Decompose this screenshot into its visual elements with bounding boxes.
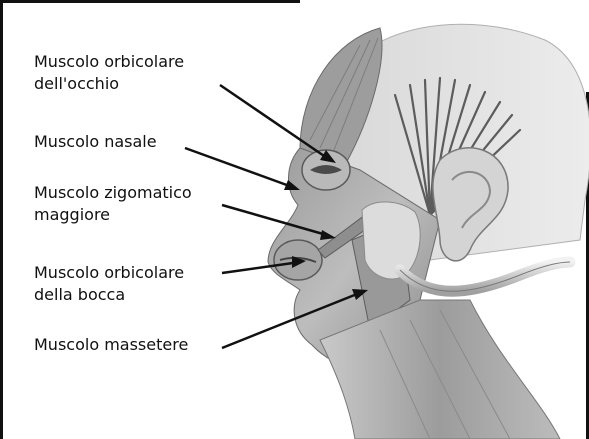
label-orbicularis-oculi: Muscolo orbicolare dell'occhio [34, 51, 184, 95]
leader-nose [185, 148, 295, 188]
label-masseter: Muscolo massetere [34, 334, 188, 356]
label-nasalis: Muscolo nasale [34, 131, 157, 153]
label-zygomaticus-major: Muscolo zigomatico maggiore [34, 182, 192, 226]
label-orbicularis-oris: Muscolo orbicolare della bocca [34, 262, 184, 306]
parotid-gland [362, 202, 420, 279]
